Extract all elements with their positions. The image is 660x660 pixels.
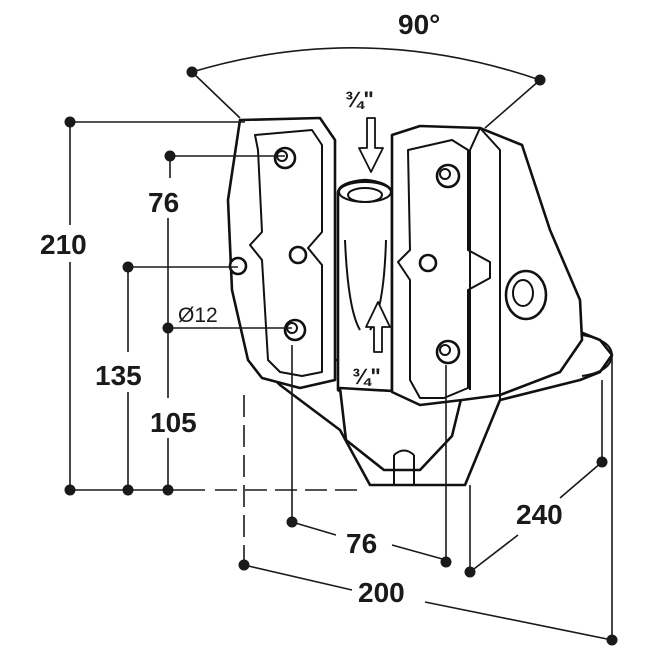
width-dimensions: 76 200 240: [238, 345, 618, 646]
angle-dimension: 90°: [186, 9, 546, 129]
hole-spacing-label: 76: [346, 528, 377, 559]
right-side-hole: [504, 269, 548, 321]
height-dimensions: 210 76 135 105 Ø12: [40, 116, 365, 496]
thread-arrow-top: ¾": [345, 87, 384, 173]
angle-label: 90°: [398, 9, 440, 40]
thread-top-label: ¾": [345, 87, 374, 112]
thread-arrow-bottom: ¾": [352, 301, 391, 389]
side-hole-height-label: 135: [95, 360, 142, 391]
thread-bottom-label: ¾": [352, 364, 381, 389]
bottom-left-hole: [283, 318, 307, 342]
depth-label: 240: [516, 499, 563, 530]
bottom-hole-height-label: 105: [150, 407, 197, 438]
side-hole: [228, 256, 248, 276]
bracket-body: [226, 116, 614, 487]
height-total-label: 210: [40, 229, 87, 260]
hole-diameter-label: Ø12: [178, 304, 218, 327]
top-left-hole: [273, 146, 297, 170]
top-hole-offset-label: 76: [148, 187, 179, 218]
width-label: 200: [358, 577, 405, 608]
